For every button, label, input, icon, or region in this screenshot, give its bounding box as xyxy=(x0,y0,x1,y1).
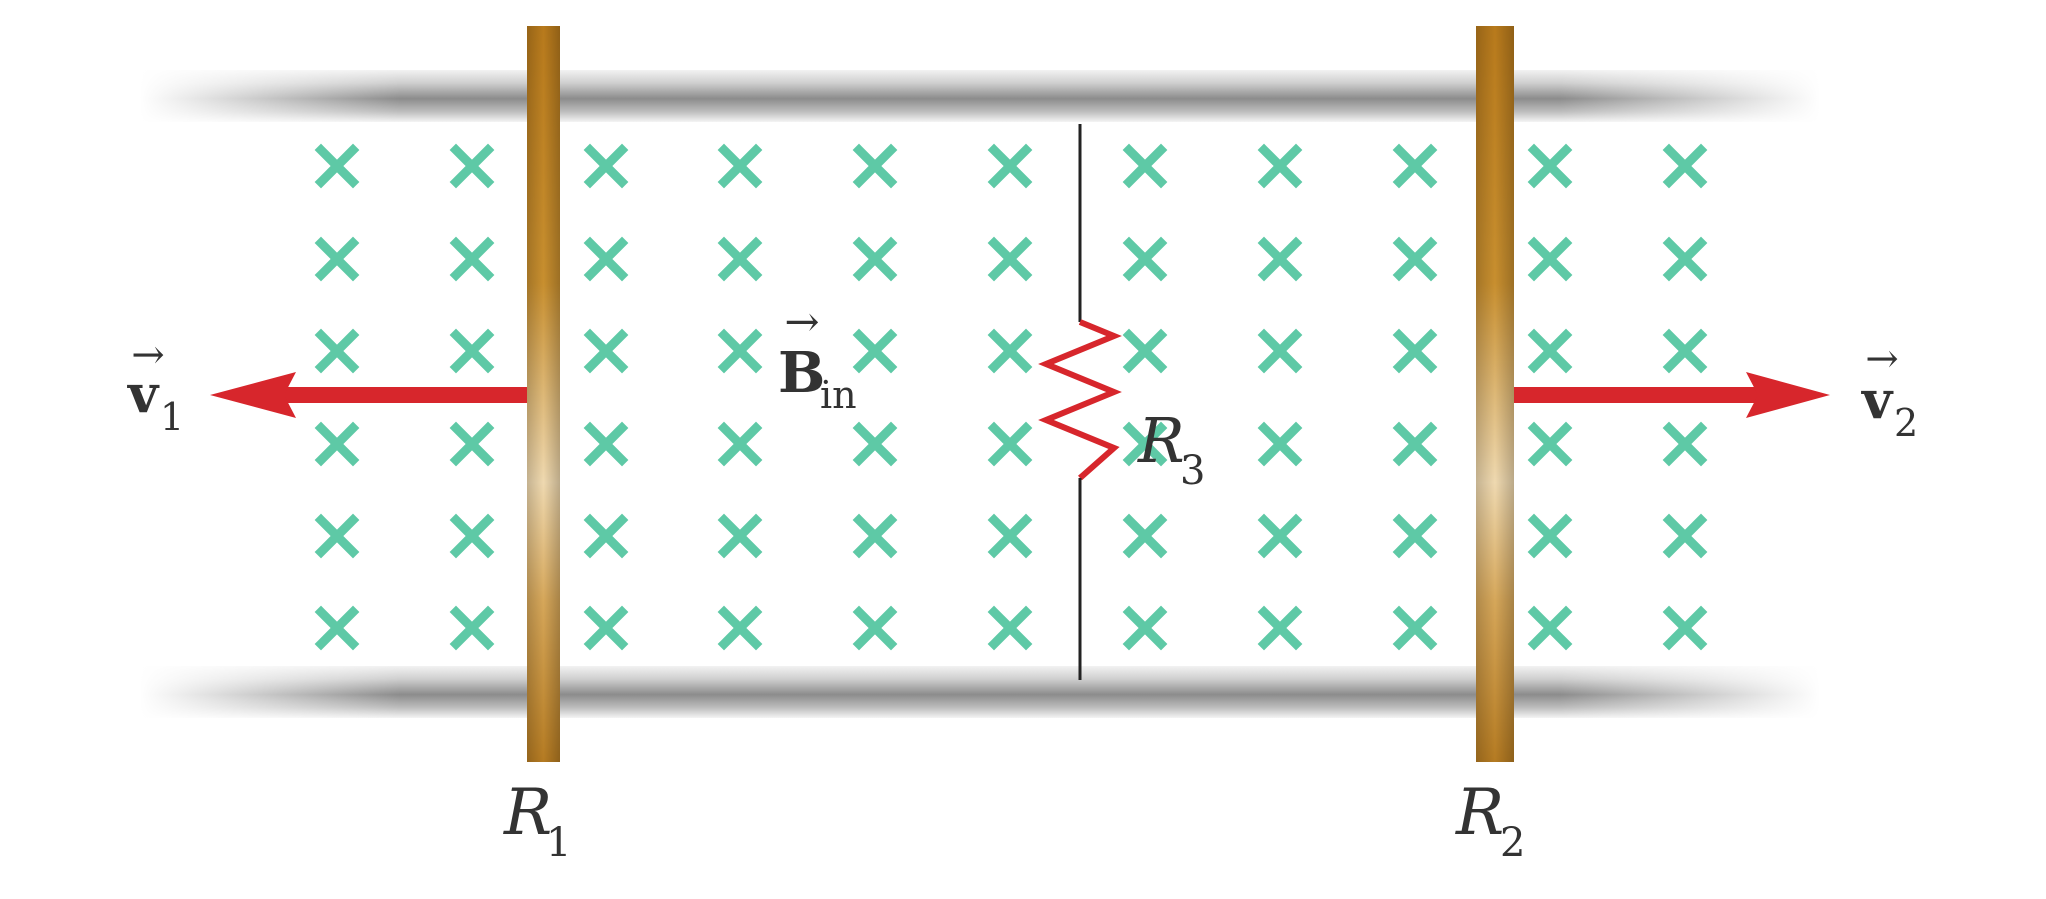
field-x-icon xyxy=(583,605,629,651)
field-x-icon xyxy=(1527,143,1573,189)
field-x-icon xyxy=(987,421,1033,467)
field-x-icon xyxy=(1662,236,1708,282)
field-x-icon xyxy=(1122,143,1168,189)
field-x-icon xyxy=(1257,513,1303,559)
v1-vector-arrow: → xyxy=(131,332,165,378)
sliding-bar-r2 xyxy=(1476,26,1514,762)
field-x-icon xyxy=(852,143,898,189)
magnetic-field-into-page xyxy=(314,143,1708,651)
field-x-icon xyxy=(1527,328,1573,374)
r3-symbol: R xyxy=(1137,404,1185,477)
field-x-icon xyxy=(314,236,360,282)
field-x-icon xyxy=(852,236,898,282)
field-x-icon xyxy=(717,421,763,467)
resistor-r3-branch xyxy=(1038,124,1122,680)
field-x-icon xyxy=(1662,605,1708,651)
field-x-icon xyxy=(987,143,1033,189)
field-x-icon xyxy=(314,421,360,467)
zigzag-resistor-r3-icon xyxy=(1038,319,1122,481)
field-x-icon xyxy=(449,421,495,467)
label-r3: R 3 xyxy=(1137,404,1205,494)
field-x-icon xyxy=(449,513,495,559)
field-x-icon xyxy=(1392,236,1438,282)
b-vector-arrow: → xyxy=(784,297,819,346)
v1-symbol: v xyxy=(127,364,160,425)
field-x-icon xyxy=(314,143,360,189)
bottom-rail xyxy=(140,666,1820,718)
field-x-icon xyxy=(717,236,763,282)
v2-vector-arrow: → xyxy=(1865,336,1899,382)
field-x-icon xyxy=(583,328,629,374)
field-x-icon xyxy=(1257,143,1303,189)
field-x-icon xyxy=(717,143,763,189)
sliding-bar-r1 xyxy=(527,26,560,762)
v2-symbol: v xyxy=(1861,370,1894,431)
field-x-icon xyxy=(987,513,1033,559)
field-x-icon xyxy=(987,328,1033,374)
field-x-icon xyxy=(1662,421,1708,467)
field-x-icon xyxy=(1257,236,1303,282)
field-x-icon xyxy=(1122,513,1168,559)
field-x-icon xyxy=(1662,513,1708,559)
velocity-arrow-v2-icon xyxy=(1514,372,1830,418)
r2-subscript: 2 xyxy=(1500,820,1525,866)
field-x-icon xyxy=(717,513,763,559)
field-x-icon xyxy=(1257,605,1303,651)
field-x-icon xyxy=(1392,513,1438,559)
r1-symbol: R xyxy=(503,776,552,850)
field-x-icon xyxy=(1392,143,1438,189)
top-rail xyxy=(140,70,1820,122)
field-x-icon xyxy=(1122,605,1168,651)
field-x-icon xyxy=(852,328,898,374)
field-x-icon xyxy=(1527,605,1573,651)
velocity-arrow-v1-icon xyxy=(210,372,527,418)
field-x-icon xyxy=(583,143,629,189)
r3-subscript: 3 xyxy=(1180,448,1205,494)
field-x-icon xyxy=(852,605,898,651)
field-x-icon xyxy=(1257,328,1303,374)
field-x-icon xyxy=(1527,236,1573,282)
field-x-icon xyxy=(1122,421,1168,467)
field-x-icon xyxy=(449,328,495,374)
field-x-icon xyxy=(583,513,629,559)
field-x-icon xyxy=(717,605,763,651)
label-v2: → v 2 xyxy=(1861,336,1918,445)
field-x-icon xyxy=(1122,236,1168,282)
v1-subscript: 1 xyxy=(160,395,184,439)
label-b-in: → B in xyxy=(778,297,857,417)
field-x-icon xyxy=(1662,328,1708,374)
field-x-icon xyxy=(583,421,629,467)
field-x-icon xyxy=(852,421,898,467)
field-x-icon xyxy=(1122,328,1168,374)
field-x-icon xyxy=(1392,605,1438,651)
field-x-icon xyxy=(314,513,360,559)
r2-symbol: R xyxy=(1455,776,1504,850)
field-x-icon xyxy=(1662,143,1708,189)
b-subscript: in xyxy=(820,373,857,417)
label-r1: R 1 xyxy=(503,776,571,866)
field-x-icon xyxy=(1527,421,1573,467)
field-x-icon xyxy=(852,513,898,559)
field-x-icon xyxy=(1527,513,1573,559)
field-x-icon xyxy=(1392,421,1438,467)
field-x-icon xyxy=(449,143,495,189)
field-x-icon xyxy=(987,605,1033,651)
r1-subscript: 1 xyxy=(546,820,571,866)
field-x-icon xyxy=(314,605,360,651)
label-v1: → v 1 xyxy=(127,332,184,439)
field-x-icon xyxy=(1392,328,1438,374)
field-x-icon xyxy=(314,328,360,374)
field-x-icon xyxy=(583,236,629,282)
field-x-icon xyxy=(1257,421,1303,467)
v2-subscript: 2 xyxy=(1894,401,1918,445)
field-x-icon xyxy=(449,236,495,282)
field-x-icon xyxy=(717,328,763,374)
label-r2: R 2 xyxy=(1455,776,1525,866)
field-x-icon xyxy=(987,236,1033,282)
field-x-icon xyxy=(449,605,495,651)
b-symbol: B xyxy=(778,340,825,406)
